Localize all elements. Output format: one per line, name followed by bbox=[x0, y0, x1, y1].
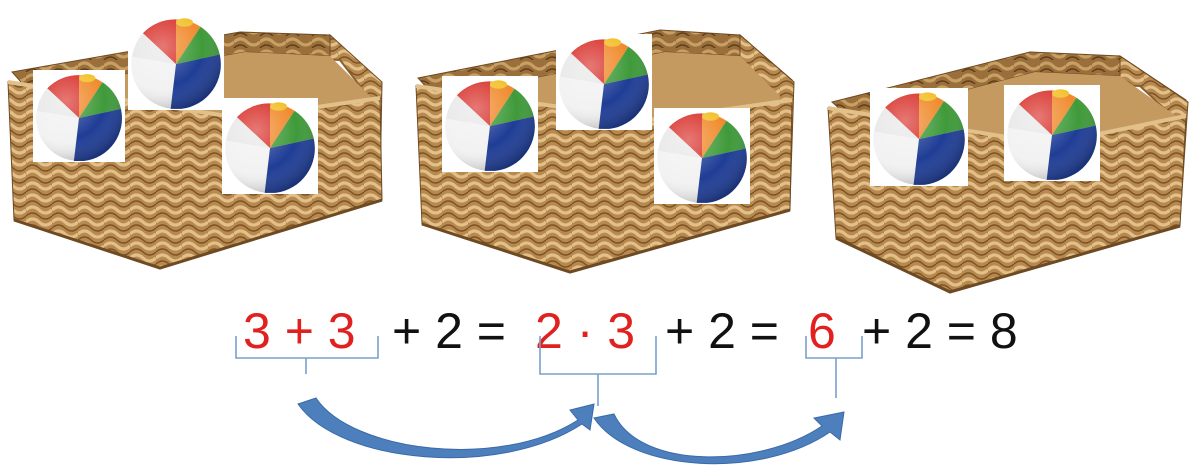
basket-3 bbox=[827, 51, 1189, 294]
basket-2 bbox=[415, 29, 795, 274]
beach-ball-icon bbox=[442, 76, 538, 172]
beach-ball-icon bbox=[870, 88, 968, 186]
brace-icon bbox=[805, 336, 863, 398]
beach-ball-icon bbox=[654, 108, 750, 204]
beach-ball-icon bbox=[1004, 85, 1100, 181]
beach-ball-icon bbox=[33, 70, 125, 162]
curved-arrow-icon bbox=[593, 411, 845, 465]
braces bbox=[235, 336, 863, 406]
curved-arrow-icon bbox=[297, 397, 595, 459]
equation-term-six: 6 bbox=[808, 303, 836, 359]
brace-icon bbox=[539, 336, 657, 406]
equation-plus-two-result: + 2 = 8 bbox=[862, 303, 1018, 359]
equation-plus-two-1: + 2 = bbox=[392, 303, 506, 359]
equation-term-product: 2 · 3 bbox=[535, 303, 635, 359]
equation-term-sum: 3 + 3 bbox=[243, 303, 356, 359]
equation-plus-two-2: + 2 = bbox=[665, 303, 779, 359]
beach-ball-icon bbox=[556, 34, 652, 130]
basket-1 bbox=[7, 14, 383, 270]
brace-icon bbox=[235, 336, 379, 374]
arrows bbox=[297, 397, 845, 465]
beach-ball-icon bbox=[128, 14, 224, 110]
equation: 3 + 3 + 2 = 2 · 3 + 2 = 6 + 2 = 8 bbox=[243, 303, 1018, 359]
beach-ball-icon bbox=[222, 98, 318, 194]
